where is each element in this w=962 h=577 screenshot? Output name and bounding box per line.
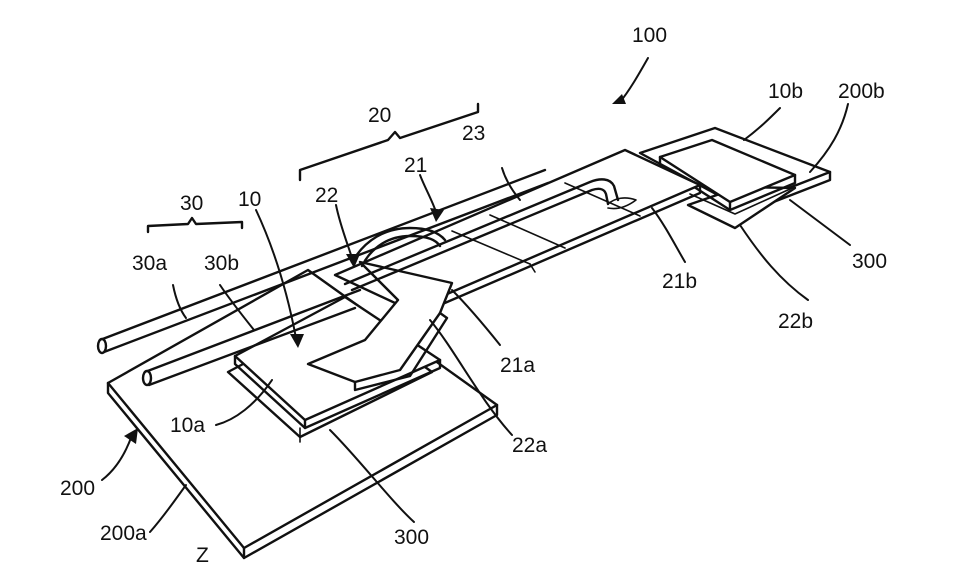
- label-22b: 22b: [778, 310, 813, 333]
- label-200a: 200a: [100, 522, 147, 545]
- brace-20: [298, 102, 480, 182]
- label-21a: 21a: [500, 354, 535, 377]
- label-30a: 30a: [132, 252, 167, 275]
- label-10: 10: [238, 188, 261, 211]
- rod-30b: [141, 288, 362, 387]
- label-300-right: 300: [852, 250, 887, 273]
- label-30: 30: [180, 192, 203, 215]
- label-300-bottom: 300: [394, 526, 429, 549]
- label-200b: 200b: [838, 80, 885, 103]
- label-23: 23: [462, 122, 485, 145]
- lead-leg-21a: [306, 260, 454, 392]
- label-20: 20: [368, 104, 391, 127]
- label-21b: 21b: [662, 270, 697, 293]
- label-21: 21: [404, 154, 427, 177]
- label-100: 100: [632, 24, 667, 47]
- chip-10b: [658, 138, 797, 215]
- reference-labels: 100 20 23 21 22 10 30 30a 30b 10b 200b 3…: [60, 24, 887, 567]
- label-10a: 10a: [170, 414, 205, 437]
- brace-30: [146, 216, 244, 234]
- wire-21: [343, 178, 637, 292]
- label-22a: 22a: [512, 434, 547, 457]
- label-z: Z: [196, 544, 209, 567]
- label-10b: 10b: [768, 80, 803, 103]
- label-200: 200: [60, 477, 95, 500]
- leader-lines: [101, 57, 851, 533]
- rod-30a: [96, 168, 550, 355]
- label-30b: 30b: [204, 252, 239, 275]
- label-22: 22: [315, 184, 338, 207]
